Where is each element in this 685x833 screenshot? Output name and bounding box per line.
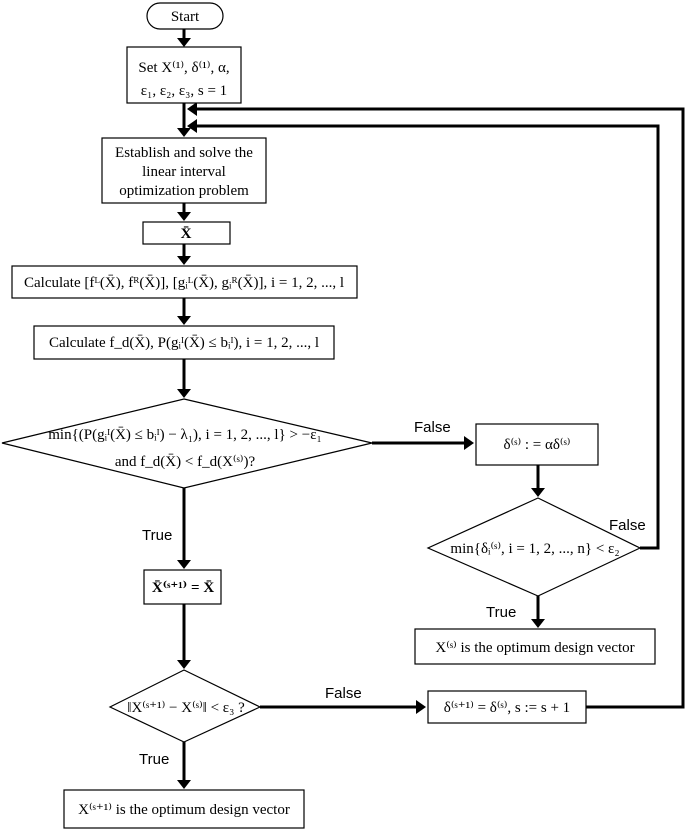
xbar-label: X̄	[181, 226, 192, 242]
d1-false-label: False	[414, 419, 451, 436]
decision-2-label: min{δᵢ⁽ˢ⁾, i = 1, 2, ..., n} < ε₂	[450, 540, 619, 557]
update-delta-label: δ⁽ˢ⁾ : = αδ⁽ˢ⁾	[504, 436, 571, 453]
d2-true-label: True	[486, 604, 516, 621]
init-line-2: ε₁, ε₂, ε₃, s = 1	[141, 83, 227, 99]
calc2-node: Calculate f_d(X̄), P(gᵢᴵ(X̄) ≤ bᵢᴵ), i =…	[33, 325, 335, 360]
assign-label: X̄⁽ˢ⁺¹⁾ = X̄	[152, 580, 214, 596]
calc1-label: Calculate [fᴸ(X̄), fᴿ(X̄)], [gᵢᴸ(X̄), gᵢ…	[24, 275, 344, 291]
init-node: Set X⁽¹⁾, δ⁽¹⁾, α, ε₁, ε₂, ε₃, s = 1	[126, 46, 242, 104]
assign-node: X̄⁽ˢ⁺¹⁾ = X̄	[143, 569, 222, 605]
result-right-node: X⁽ˢ⁾ is the optimum design vector	[414, 628, 656, 665]
xbar-node: X̄	[142, 221, 231, 245]
solve-line-3: optimization problem	[119, 183, 249, 199]
solve-line-1: Establish and solve the	[115, 145, 253, 161]
calc1-node: Calculate [fᴸ(X̄), fᴿ(X̄)], [gᵢᴸ(X̄), gᵢ…	[11, 265, 358, 299]
solve-node: Establish and solve the linear interval …	[101, 137, 267, 204]
calc2-label: Calculate f_d(X̄), P(gᵢᴵ(X̄) ≤ bᵢᴵ), i =…	[49, 335, 319, 351]
d2-false-label: False	[609, 517, 646, 534]
result-right-label: X⁽ˢ⁾ is the optimum design vector	[435, 639, 634, 656]
start-label: Start	[171, 9, 200, 25]
d1-true-label: True	[142, 527, 172, 544]
solve-line-2: linear interval	[142, 164, 226, 180]
d3-true-label: True	[139, 751, 169, 768]
update-s-label: δ⁽ˢ⁺¹⁾ = δ⁽ˢ⁾, s := s + 1	[444, 699, 570, 716]
decision-1: min{(P(gᵢᴵ(X̄) ≤ bᵢᴵ) − λ₁), i = 1, 2, .…	[1, 398, 373, 489]
decision-3: ‖X⁽ˢ⁺¹⁾ − X⁽ˢ⁾‖ < ε₃ ?	[108, 669, 262, 743]
d3-false-label: False	[325, 685, 362, 702]
decision-1-line-2: and f_d(X̄) < f_d(X⁽ˢ⁾)?	[115, 453, 256, 470]
decision-1-line-1: min{(P(gᵢᴵ(X̄) ≤ bᵢᴵ) − λ₁), i = 1, 2, .…	[48, 427, 321, 443]
update-delta-node: δ⁽ˢ⁾ : = αδ⁽ˢ⁾	[475, 423, 599, 466]
result-bottom-node: X⁽ˢ⁺¹⁾ is the optimum design vector	[63, 789, 305, 829]
init-line-1: Set X⁽¹⁾, δ⁽¹⁾, α,	[138, 59, 229, 76]
connectors	[177, 29, 685, 789]
result-bottom-label: X⁽ˢ⁺¹⁾ is the optimum design vector	[78, 801, 290, 818]
start-node: Start	[146, 2, 224, 30]
update-s-node: δ⁽ˢ⁺¹⁾ = δ⁽ˢ⁾, s := s + 1	[427, 690, 587, 724]
decision-3-label: ‖X⁽ˢ⁺¹⁾ − X⁽ˢ⁾‖ < ε₃ ?	[127, 699, 245, 716]
decision-2: min{δᵢ⁽ˢ⁾, i = 1, 2, ..., n} < ε₂	[426, 497, 642, 597]
